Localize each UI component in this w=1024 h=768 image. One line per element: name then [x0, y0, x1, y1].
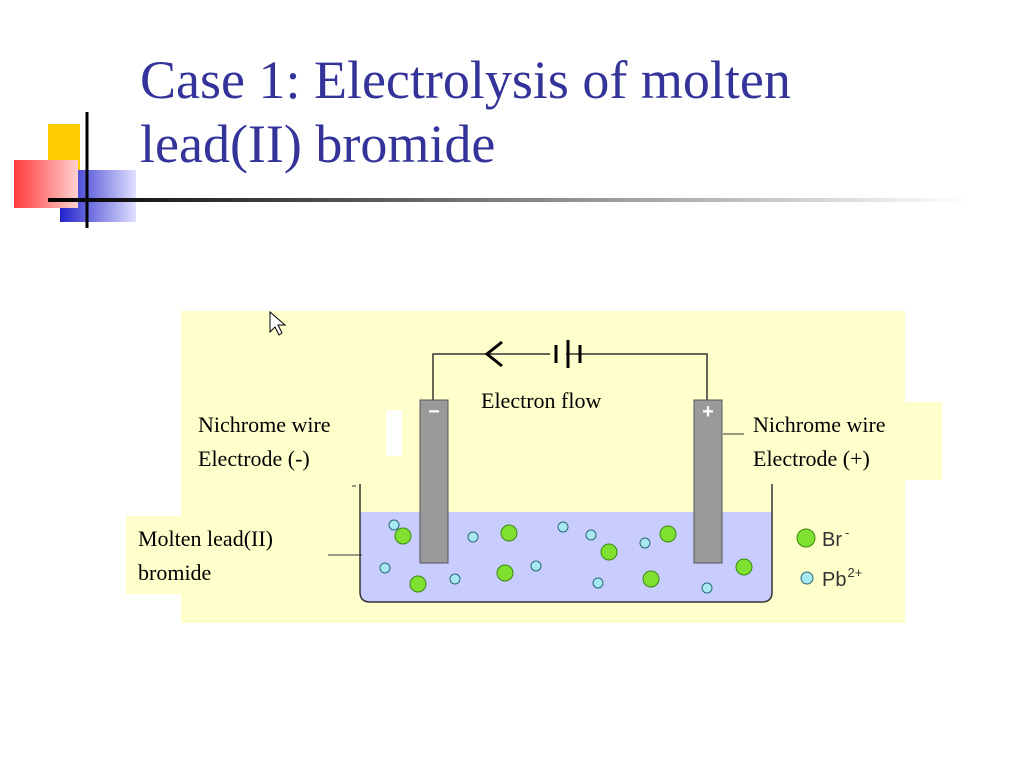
electrolyte-line-1: Molten lead(II)	[138, 526, 273, 551]
pb-ion	[639, 537, 651, 549]
legend-br-swatch	[796, 528, 816, 548]
title-line-2: lead(II) bromide	[140, 114, 496, 174]
legend-pb-charge: 2+	[847, 565, 862, 580]
pb-ion	[449, 573, 461, 585]
br-ion	[394, 527, 412, 545]
legend-pb-swatch	[800, 571, 814, 585]
electrolyte-line-2: bromide	[138, 560, 212, 585]
right-electrode-label: Nichrome wire Electrode (+)	[744, 402, 942, 480]
cathode-electrode	[419, 399, 449, 564]
electrolyte-label: Molten lead(II) bromide	[126, 516, 324, 594]
pb-ion	[379, 562, 391, 574]
anode-sign: +	[702, 401, 714, 423]
right-electrode-line-2: Electrode (+)	[753, 446, 870, 471]
beaker-outline	[359, 484, 773, 603]
battery-icon	[550, 340, 582, 368]
corner-decoration	[14, 112, 968, 228]
anode-electrode	[693, 399, 723, 564]
circuit-wire	[432, 353, 708, 400]
legend-br-label: Br-	[822, 525, 849, 551]
legend-br-symbol: Br	[822, 529, 842, 551]
pb-ion	[467, 531, 479, 543]
legend-br-charge: -	[845, 525, 849, 540]
right-electrode-line-1: Nichrome wire	[753, 412, 886, 437]
left-electrode-line-2: Electrode (-)	[198, 446, 310, 471]
pb-ion	[557, 521, 569, 533]
legend-pb-symbol: Pb	[822, 569, 846, 591]
pb-ion	[388, 519, 400, 531]
br-ion	[659, 525, 677, 543]
pb-ion	[592, 577, 604, 589]
left-electrode-label: Nichrome wire Electrode (-)	[198, 408, 331, 476]
br-ion	[496, 564, 514, 582]
br-ion	[500, 524, 518, 542]
br-ion	[600, 543, 618, 561]
br-ion	[735, 558, 753, 576]
br-ions	[394, 524, 753, 593]
pb-ion	[530, 560, 542, 572]
br-ion	[409, 575, 427, 593]
left-electrode-line-1: Nichrome wire	[198, 412, 331, 437]
electron-flow-label: Electron flow	[481, 388, 602, 413]
title-rule	[48, 198, 968, 202]
pb-ion	[701, 582, 713, 594]
page-title: Case 1: Electrolysis of molten lead(II) …	[140, 48, 1000, 176]
cursor-icon	[269, 310, 287, 336]
pb-ions	[379, 519, 713, 594]
title-line-1: Case 1: Electrolysis of molten	[140, 50, 791, 110]
br-ion	[642, 570, 660, 588]
pb-ion	[585, 529, 597, 541]
legend-pb-label: Pb2+	[822, 565, 862, 591]
left-label-marker	[386, 410, 402, 456]
cathode-sign: −	[428, 401, 440, 423]
electron-flow-arrow	[484, 340, 503, 368]
